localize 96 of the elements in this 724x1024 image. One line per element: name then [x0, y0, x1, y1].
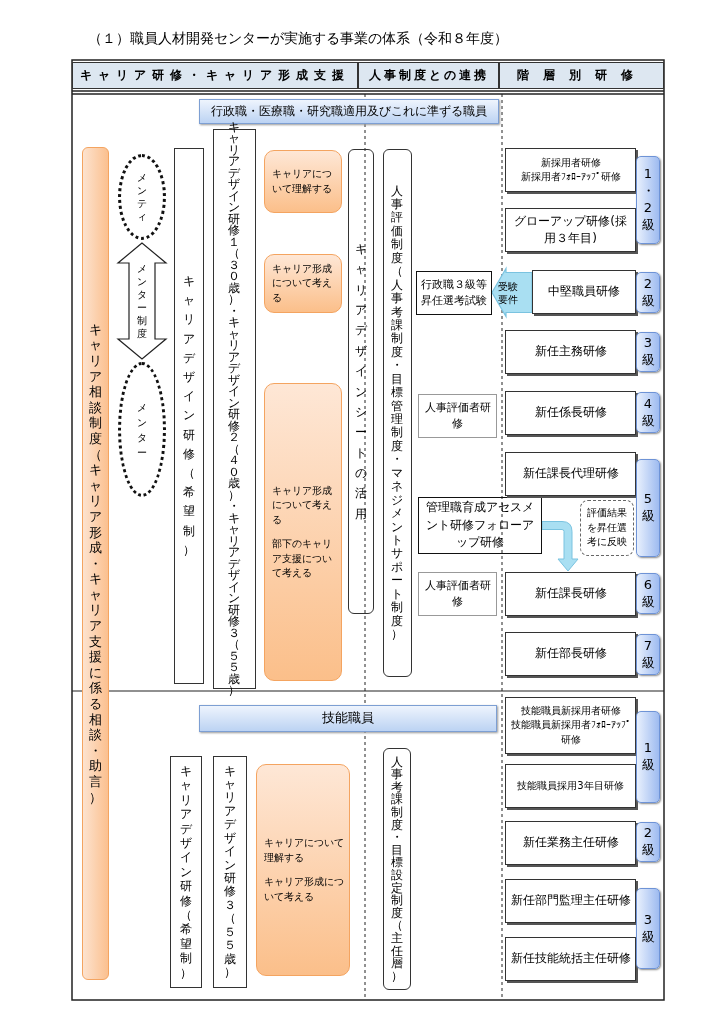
box-text: キャリアについて理解する	[272, 167, 333, 196]
category-band	[199, 99, 499, 124]
consultation-bar	[82, 147, 109, 980]
training-box	[505, 937, 636, 981]
box-text: 管理職育成アセスメント研修フォローアップ研修	[425, 499, 535, 552]
grade-tab	[636, 459, 660, 557]
topic-box	[264, 254, 342, 313]
box-text: 評価結果を昇任選考に反映	[586, 506, 628, 550]
role-ellipse	[118, 362, 166, 497]
box-text: 6級	[640, 576, 656, 611]
training-box	[505, 148, 636, 192]
box-text: 3級	[640, 335, 656, 369]
grade-tab	[636, 711, 660, 803]
box-text: キャリア形成について考える	[272, 483, 333, 527]
role-ellipse	[118, 154, 166, 240]
box-text: 新任係長研修	[534, 404, 607, 422]
topic-box	[264, 150, 342, 213]
training-box	[505, 572, 636, 616]
arrow	[541, 521, 579, 572]
box-text: 人事評価者研修	[423, 400, 492, 432]
header-text: 階層別研修	[516, 66, 647, 84]
box-text: 人事考課制度・目標設定制度（主任層）	[390, 755, 404, 983]
program-box	[170, 756, 202, 988]
training-box	[505, 697, 636, 754]
box-text: 新採用者ﾌｫﾛｰｱｯﾌﾟ研修	[520, 170, 621, 184]
training-box	[418, 572, 497, 616]
box-text: 新任部長研修	[534, 645, 607, 663]
system-box	[383, 748, 411, 990]
box-text: キャリアについて理解する	[264, 836, 345, 865]
topic-box	[256, 764, 350, 976]
box-text: メンティ	[136, 171, 148, 223]
box-text: 技能職員新採用者研修	[520, 703, 621, 718]
system-box	[383, 149, 412, 677]
box-text: 5級	[640, 491, 656, 525]
box-text: キャリア相談制度（キャリア形成・キャリア支援に係る相談・助言）	[88, 321, 103, 806]
category-band	[199, 705, 497, 732]
box-text: キャリア形成について考える	[264, 875, 345, 904]
box-text: 2級	[640, 825, 656, 859]
training-box	[505, 879, 636, 923]
box-text: 部下のキャリア支援について考える	[272, 537, 333, 580]
box-text: 技能職員新採用者ﾌｫﾛｰｱｯﾌﾟ研修	[509, 718, 632, 747]
training-box	[505, 452, 636, 496]
program-box	[213, 756, 247, 988]
box-text: 人事評価者研修	[423, 578, 492, 610]
column-header	[72, 62, 358, 89]
block-arrow	[491, 266, 533, 319]
training-box	[505, 391, 636, 435]
column-header	[358, 62, 499, 89]
grade-tab	[636, 156, 660, 244]
box-text: 行政職３級等昇任選考試験	[420, 277, 488, 309]
box-text: 1級	[640, 740, 656, 774]
block-arrow	[116, 242, 168, 360]
page-title: （１）職員人材開発センターが実施する事業の体系（令和８年度）	[88, 30, 508, 48]
box-text: 新任部門監理主任研修	[510, 892, 631, 910]
grade-tab	[636, 888, 660, 969]
training-box	[505, 821, 636, 865]
box-text: 行政職・医療職・研究職適用及びこれに準ずる職員	[211, 102, 487, 120]
box-text: 1・2級	[640, 166, 656, 234]
box-text: メンター	[136, 400, 148, 460]
system-box	[348, 149, 374, 614]
box-text: キャリアデザイン研修３（５５歳）	[223, 764, 237, 980]
box-text: キャリアデザインシートの活用	[354, 240, 368, 523]
header-text: 人事制度との連携	[368, 66, 489, 84]
box-text: 新任課長代理研修	[522, 465, 619, 483]
box-text: 新任技能統括主任研修	[510, 950, 631, 968]
box-text: 3級	[640, 911, 656, 946]
box-text: キャリアデザイン研修（希望制）	[179, 764, 193, 980]
exam-box	[416, 271, 492, 315]
box-text: 新採用者研修	[540, 155, 601, 170]
note-box	[580, 500, 634, 556]
box-text: 新任主務研修	[534, 343, 607, 361]
training-box	[505, 632, 636, 676]
edge-label: メンター制度	[136, 262, 148, 340]
box-text: 新任業務主任研修	[522, 834, 619, 852]
box-text: グローアップ研修(採用３年目)	[513, 212, 628, 247]
box-text: 技能職員	[322, 709, 374, 728]
edge-label: 受験要件	[497, 279, 519, 306]
exam-box	[418, 497, 542, 554]
program-box	[174, 148, 204, 684]
training-box	[532, 270, 636, 314]
box-text: 新任課長研修	[534, 585, 607, 603]
box-text: 中堅職員研修	[548, 283, 620, 301]
training-box	[505, 208, 636, 252]
training-box	[418, 394, 497, 438]
header-text: キャリア研修・キャリア形成支援	[80, 66, 350, 84]
box-text: キャリア形成について考える	[272, 261, 333, 305]
box-text: 人事評価制度（人事考課制度・目標管理制度・マネジメントサポート制度）	[390, 184, 405, 642]
box-text: 7級	[640, 637, 656, 672]
box-text: 2級	[640, 275, 656, 310]
training-box	[505, 764, 636, 808]
column-header	[499, 62, 664, 89]
box-text: 4級	[640, 395, 656, 430]
topic-box	[264, 383, 342, 681]
box-text: キャリアデザイン研修（希望制）	[182, 273, 196, 559]
training-box	[505, 330, 636, 374]
box-text: 技能職員採用3年目研修	[517, 778, 624, 793]
